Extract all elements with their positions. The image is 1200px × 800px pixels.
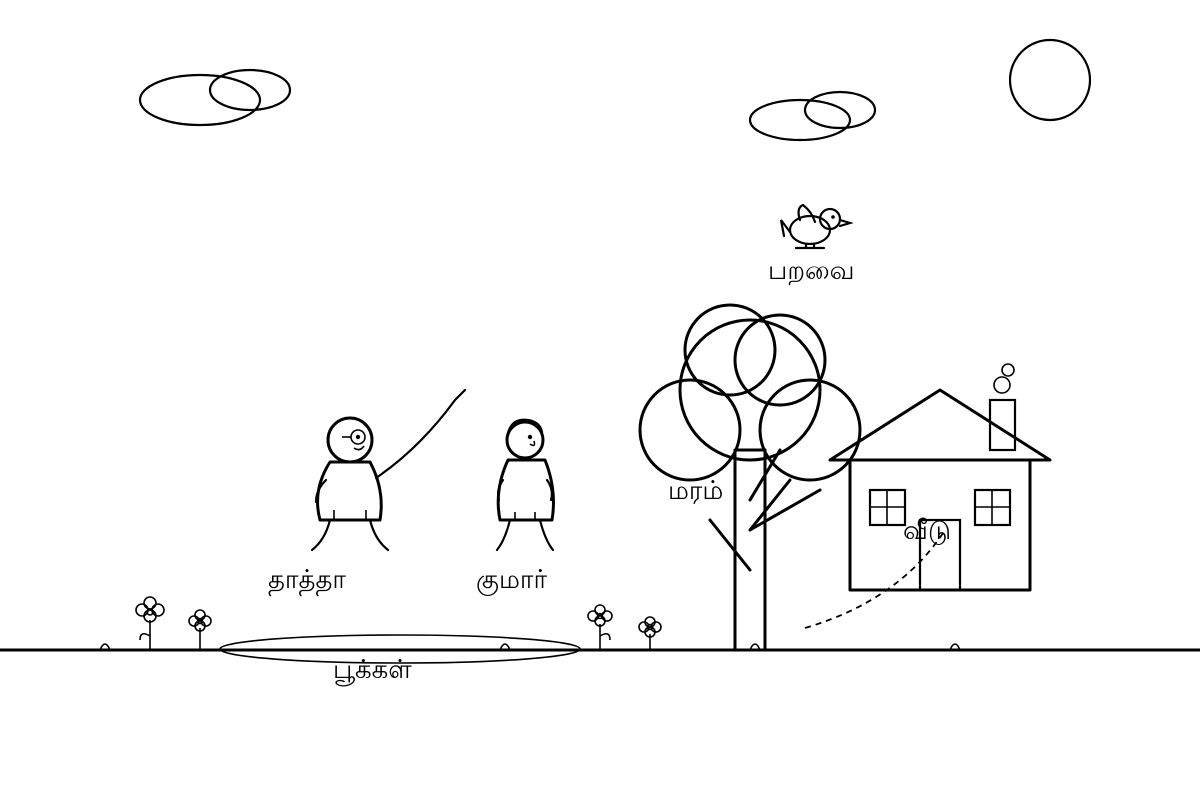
label-flowers: பூக்கள்	[333, 655, 412, 685]
flower-1	[135, 596, 165, 650]
tree	[638, 303, 862, 652]
grass-tufts	[99, 643, 961, 651]
flower-bed-oval	[219, 634, 581, 664]
kumar-figure	[495, 418, 555, 552]
label-grandpa: தாத்தா	[268, 565, 346, 595]
flower-3	[587, 604, 613, 650]
bird	[779, 203, 854, 250]
grandpa-figure	[310, 388, 467, 552]
sun	[1008, 38, 1092, 122]
cloud-left	[138, 68, 292, 127]
label-house: வீடு	[903, 516, 952, 546]
label-tree: மரம்	[668, 476, 724, 506]
flower-4	[638, 616, 662, 650]
label-bird: பறவை	[768, 256, 855, 286]
flower-2	[188, 609, 212, 650]
dashed-path	[804, 529, 946, 629]
label-kumar: குமார்	[476, 565, 548, 595]
house	[828, 363, 1052, 592]
cloud-right	[748, 90, 877, 142]
